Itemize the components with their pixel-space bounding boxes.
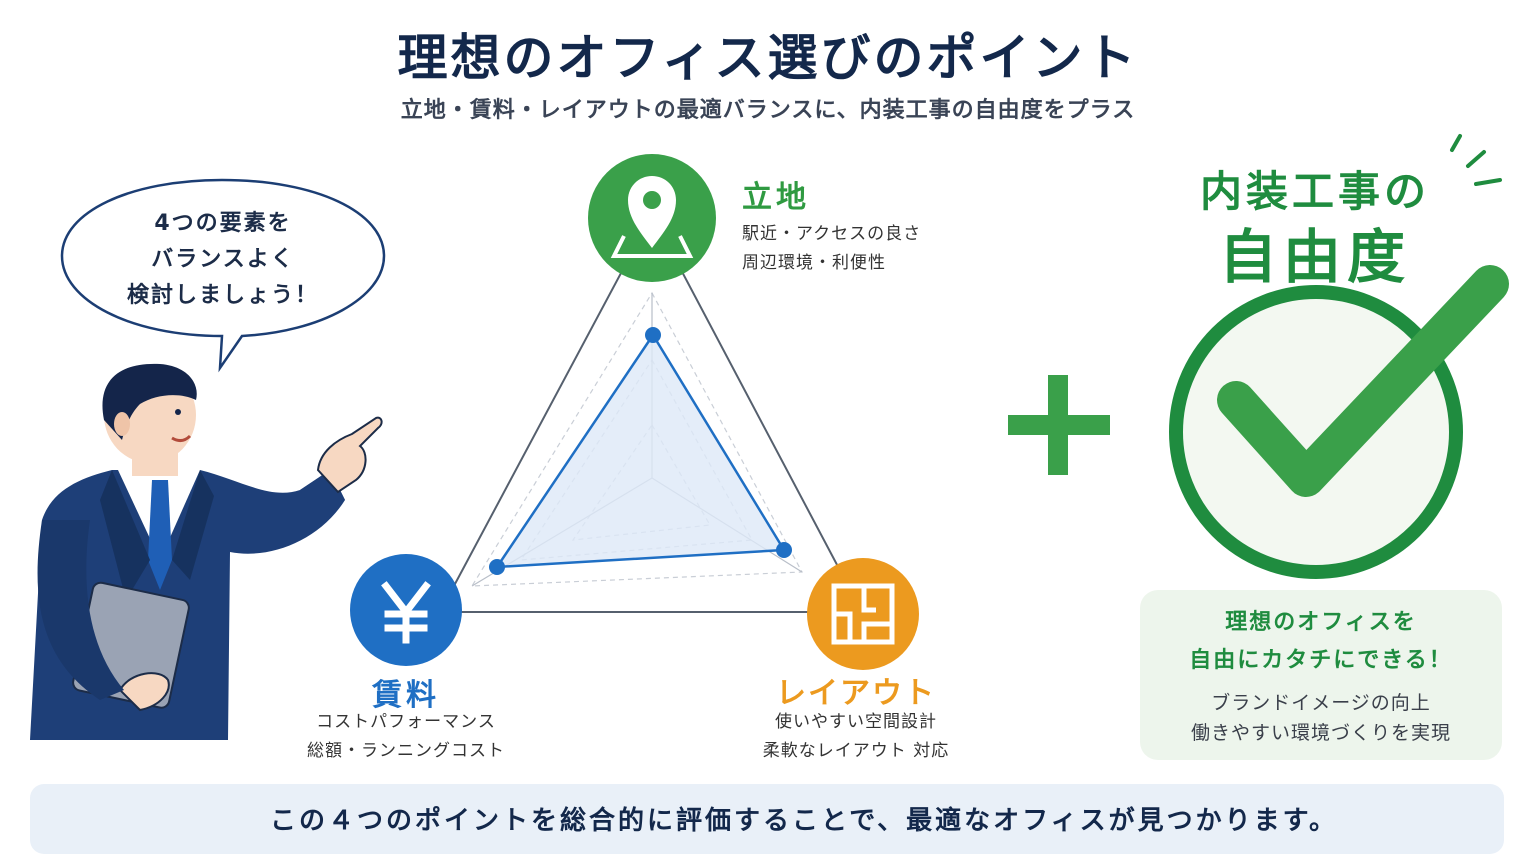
rent-desc-line: 総額・ランニングコスト (307, 741, 505, 761)
layout-desc-line: 柔軟なレイアウト 対応 (762, 741, 950, 761)
bubble-line: 検討しましょう！ (126, 283, 319, 308)
rent-node (350, 554, 462, 666)
radar-point-layout (776, 542, 792, 558)
footer-banner (30, 784, 1504, 854)
speech-bubble (60, 178, 386, 373)
bubble-line: 4つの要素を (154, 211, 292, 236)
radar-point-rent (489, 559, 505, 575)
businessman-illustration (30, 363, 383, 740)
map-pin-icon (610, 176, 694, 258)
floorplan-icon (831, 583, 895, 645)
location-desc-line: 周辺環境・利便性 (742, 253, 886, 273)
rent-title: 賃料 (372, 678, 440, 713)
speech-bubble-text: 4つの要素を バランスよく 検討しましょう！ (60, 206, 386, 314)
layout-desc-line: 使いやすい空間設計 (775, 712, 937, 732)
layout-node (807, 558, 919, 670)
layout-desc: 使いやすい空間設計 柔軟なレイアウト 対応 (740, 708, 972, 766)
location-desc-line: 駅近・アクセスの良さ (742, 224, 922, 244)
rent-desc-line: コストパフォーマンス (316, 712, 496, 732)
card-title-line: 自由にカタチにできる！ (1189, 648, 1453, 673)
freedom-title-line1: 内装工事の (1199, 167, 1430, 216)
yen-icon (381, 581, 431, 644)
card-desc-line: ブランドイメージの向上 (1211, 692, 1431, 714)
rent-desc: コストパフォーマンス 総額・ランニングコスト (290, 708, 522, 766)
freedom-title-line2: 自由度 (1218, 223, 1411, 291)
checkmark-circle-icon (1169, 265, 1509, 579)
sparkle-icon (1450, 134, 1502, 186)
location-node (588, 154, 716, 282)
location-desc: 駅近・アクセスの良さ 周辺環境・利便性 (742, 220, 921, 278)
freedom-card-desc: ブランドイメージの向上 働きやすい環境づくりを実現 (1140, 688, 1502, 748)
footer-text: この４つのポイントを総合的に評価することで、最適なオフィスが見つかります。 (270, 806, 1339, 836)
bubble-line: バランスよく (151, 247, 295, 272)
layout-title: レイアウト (776, 676, 936, 711)
radar-chart (438, 212, 864, 613)
page-subtitle: 立地・賃料・レイアウトの最適バランスに、内装工事の自由度をプラス (400, 98, 1136, 123)
radar-point-location (645, 327, 661, 343)
card-desc-line: 働きやすい環境づくりを実現 (1190, 722, 1451, 744)
plus-icon (1008, 375, 1110, 475)
freedom-card-title: 理想のオフィスを 自由にカタチにできる！ (1140, 604, 1502, 680)
freedom-card (1140, 590, 1502, 760)
card-title-line: 理想のオフィスを (1225, 610, 1417, 635)
page-title: 理想のオフィス選びのポイント (397, 29, 1139, 87)
location-title: 立地 (742, 180, 810, 215)
